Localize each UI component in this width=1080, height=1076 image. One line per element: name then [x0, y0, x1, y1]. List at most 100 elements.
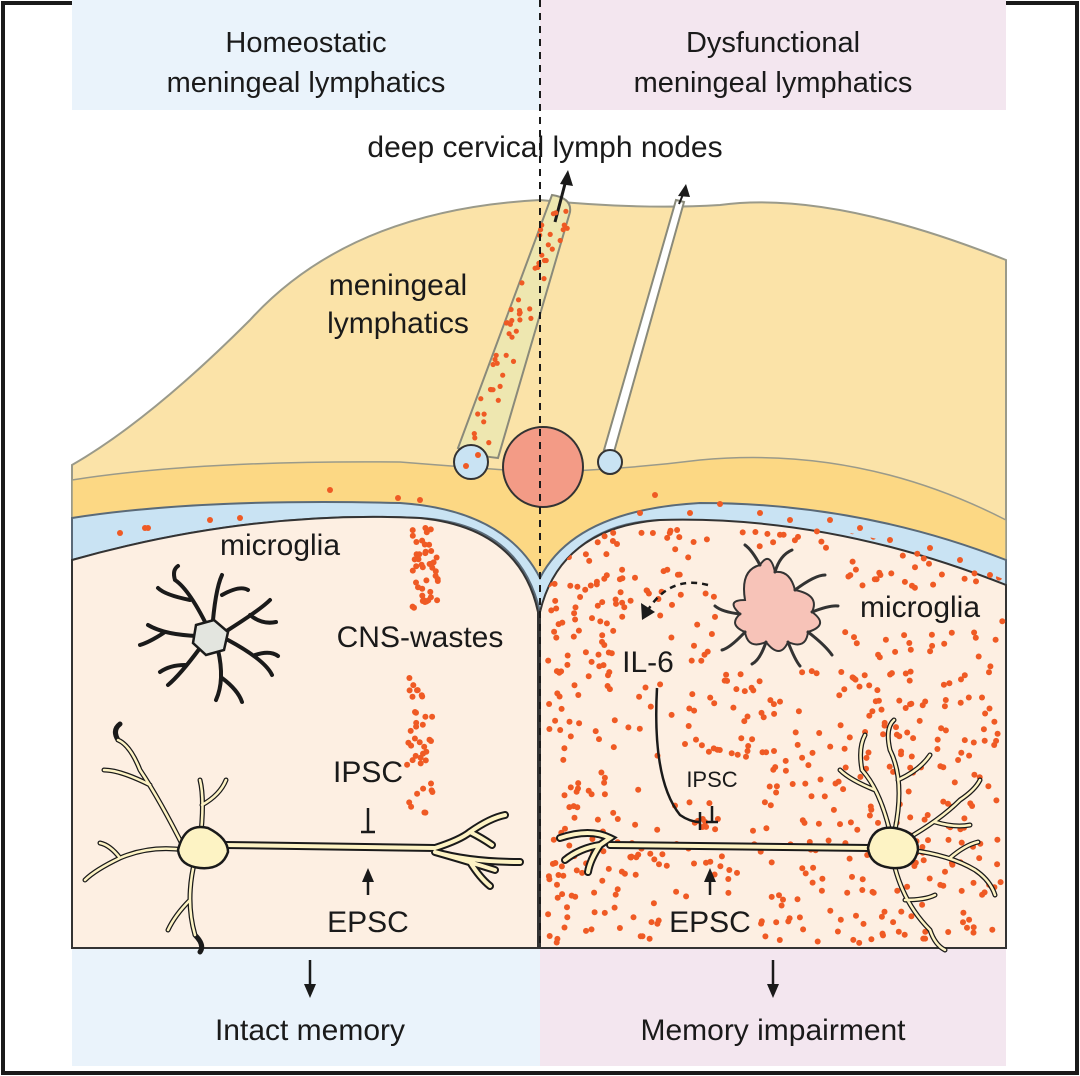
waste-particle: [598, 769, 605, 776]
waste-particle: [410, 682, 417, 689]
waste-particle: [802, 870, 809, 877]
waste-particle: [970, 739, 977, 746]
cytokine-release-arrow: [646, 581, 709, 611]
waste-particle: [726, 867, 733, 873]
waste-particle: [589, 615, 595, 622]
waste-particle: [770, 539, 777, 546]
waste-particle: [916, 717, 923, 724]
waste-particle: [493, 352, 499, 358]
waste-particle: [610, 744, 617, 751]
waste-particle: [865, 749, 872, 756]
waste-particle: [844, 889, 851, 896]
waste-particle: [834, 928, 841, 935]
waste-particle: [644, 587, 651, 594]
waste-particle: [961, 737, 968, 744]
waste-particle: [585, 673, 592, 680]
waste-particle: [997, 879, 1004, 886]
waste-particle: [596, 736, 602, 743]
waste-particle: [901, 931, 908, 938]
left-footer-band: [72, 948, 540, 1066]
waste-particle: [627, 597, 634, 604]
waste-particle: [637, 510, 643, 516]
waste-particle: [414, 687, 420, 694]
waste-particle: [434, 597, 441, 604]
waste-particle: [857, 773, 864, 780]
waste-particle: [575, 627, 582, 634]
waste-particle: [881, 722, 888, 729]
waste-particle: [610, 529, 617, 536]
waste-particle: [842, 629, 849, 636]
waste-particle: [852, 676, 859, 683]
waste-particle: [570, 633, 577, 640]
waste-particle: [619, 575, 626, 582]
waste-particle: [558, 863, 565, 870]
waste-particle: [409, 757, 416, 764]
waste-particle: [794, 741, 801, 748]
waste-particle: [851, 634, 857, 641]
outcome-right-arrowhead: [767, 984, 779, 998]
waste-particle: [407, 727, 414, 734]
waste-particle: [582, 649, 589, 656]
waste-particle: [654, 826, 661, 833]
waste-particle: [815, 820, 822, 827]
waste-particle: [971, 771, 978, 778]
waste-particle: [846, 855, 853, 862]
waste-particle: [682, 741, 688, 747]
waste-particle: [902, 705, 909, 711]
waste-particle: [685, 723, 692, 729]
waste-particle: [945, 800, 951, 807]
waste-particle: [422, 757, 429, 764]
waste-particle: [517, 317, 523, 323]
waste-particle: [418, 692, 425, 699]
waste-particle: [966, 916, 973, 923]
waste-particle: [417, 497, 423, 503]
waste-particle: [557, 727, 564, 733]
waste-particle: [920, 857, 927, 864]
waste-particle: [823, 544, 829, 551]
waste-particle: [642, 684, 649, 691]
waste-particle: [627, 854, 634, 861]
waste-particle: [561, 222, 567, 228]
artery-cross-section: [502, 426, 584, 508]
waste-particle: [842, 764, 849, 771]
waste-particle: [975, 653, 982, 660]
waste-particle: [668, 711, 675, 718]
waste-particle: [911, 863, 918, 869]
waste-particle: [600, 848, 607, 855]
ipsc-left-label: IPSC: [333, 756, 403, 789]
brain-left: [71, 515, 539, 949]
cytokine-release-arrowhead: [641, 603, 655, 620]
waste-particle: [478, 396, 484, 402]
waste-particle: [854, 826, 861, 833]
waste-particle: [924, 812, 931, 818]
waste-particle: [904, 729, 911, 736]
waste-particle: [433, 554, 440, 561]
waste-particle: [870, 889, 877, 896]
waste-particle: [799, 669, 806, 676]
waste-particle: [874, 687, 881, 694]
waste-particle: [763, 825, 770, 832]
waste-particle: [921, 816, 928, 823]
waste-particle: [588, 926, 595, 933]
waste-particle: [875, 819, 881, 826]
waste-particle: [559, 619, 566, 626]
waste-particle: [762, 933, 769, 940]
waste-particle: [914, 550, 921, 557]
waste-particle: [574, 583, 581, 590]
waste-particle: [989, 926, 996, 933]
waste-particle: [758, 920, 765, 927]
waste-particle: [669, 601, 675, 608]
waste-particle: [486, 440, 492, 446]
waste-particle: [800, 926, 807, 933]
waste-particle: [596, 663, 603, 670]
waste-particle: [994, 861, 1001, 868]
waste-particle: [593, 578, 600, 585]
waste-particle: [500, 372, 506, 378]
il6-inhibition-line: [655, 687, 701, 824]
waste-particle: [958, 839, 965, 846]
left-title-line1: Homeostatic: [225, 27, 386, 59]
waste-particle: [515, 297, 522, 303]
waste-particle: [749, 736, 756, 743]
lymphatic-cross-section-left: [453, 444, 489, 480]
waste-particle: [904, 883, 911, 890]
